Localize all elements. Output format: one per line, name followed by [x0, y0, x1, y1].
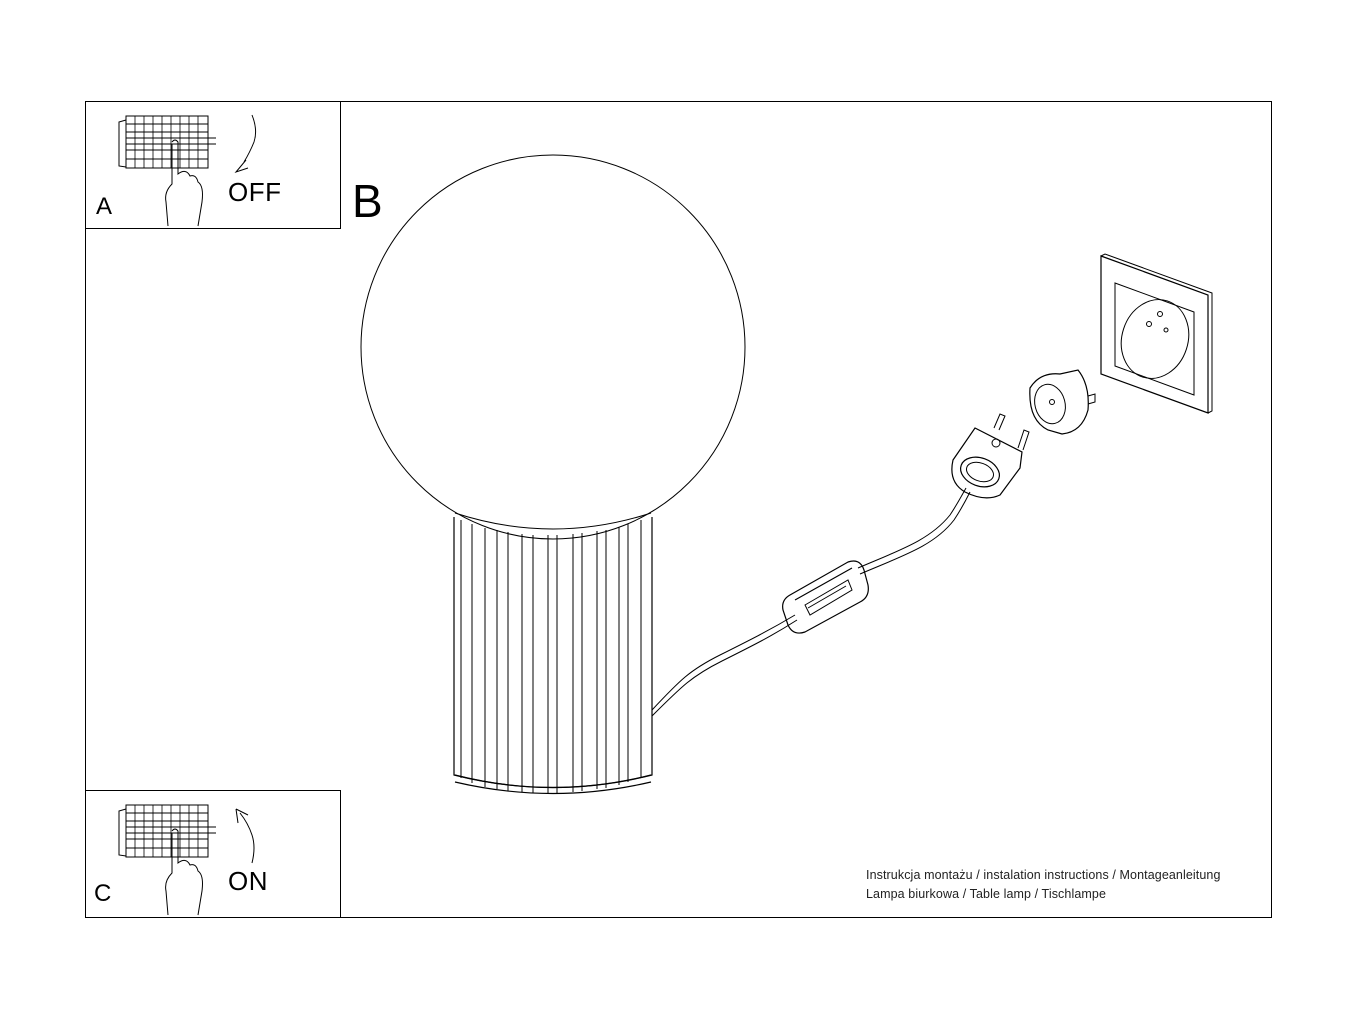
document-caption: Instrukcja montażu / instalation instruc…	[866, 866, 1221, 904]
circuit-breaker-icon	[118, 804, 255, 916]
step-a-state-label: OFF	[228, 177, 282, 207]
globe-shade-icon	[360, 154, 746, 540]
circuit-breaker-icon	[118, 114, 257, 227]
step-c-letter: C	[94, 880, 112, 907]
plug-adapter-icon	[1029, 369, 1096, 435]
fluted-base-icon	[453, 512, 653, 795]
euro-plug-icon	[951, 413, 1030, 499]
caption-line-1: Instrukcja montażu / instalation instruc…	[866, 868, 1221, 882]
inline-switch-icon	[782, 560, 869, 634]
step-a-letter: A	[96, 193, 113, 220]
step-a-panel: A OFF	[85, 101, 341, 229]
caption-line-2: Lampa biurkowa / Table lamp / Tischlampe	[866, 887, 1106, 901]
document-frame	[85, 101, 1272, 918]
wall-socket-icon	[1100, 253, 1213, 414]
step-c-state-label: ON	[228, 866, 268, 896]
step-c-panel: C ON	[85, 790, 341, 918]
power-cord-icon	[651, 487, 971, 717]
step-b-label: B	[352, 175, 383, 227]
